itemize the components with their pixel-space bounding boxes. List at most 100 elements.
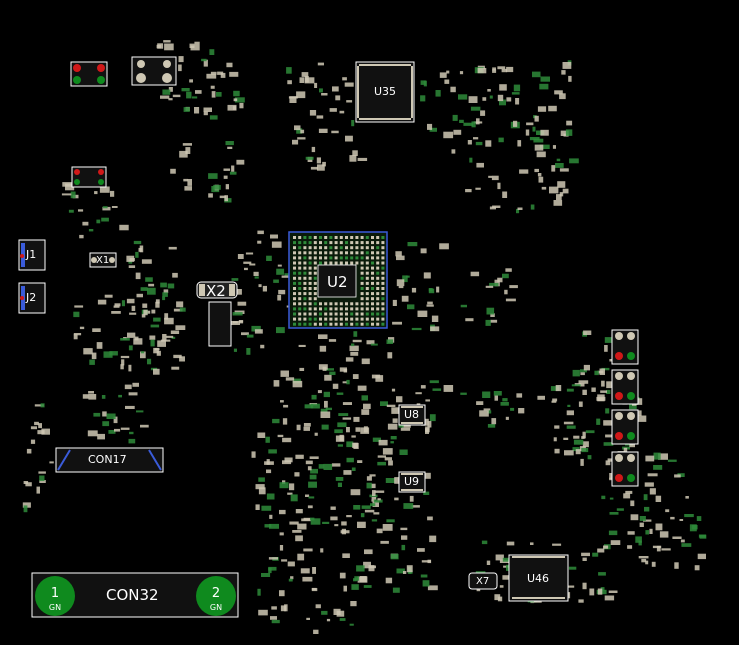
smd-part: [607, 458, 613, 462]
smd-part: [82, 394, 89, 399]
smd-part: [429, 127, 437, 132]
smd-part: [203, 59, 208, 67]
con17-connector[interactable]: [55, 447, 164, 473]
smd-part: [126, 255, 135, 262]
smd-part: [114, 303, 121, 307]
smd-part: [88, 391, 94, 394]
smd-part: [25, 482, 32, 487]
smd-part: [128, 438, 136, 444]
smd-part: [195, 90, 202, 94]
bga-ball: [381, 276, 385, 280]
smd-part: [659, 531, 669, 538]
smd-part: [380, 540, 389, 544]
smd-part: [537, 173, 542, 177]
smd-part: [425, 399, 430, 402]
smd-part: [552, 145, 556, 149]
bga-ball: [371, 281, 374, 285]
smd-part: [538, 176, 544, 183]
smd-part: [396, 568, 405, 574]
smd-part: [497, 66, 506, 70]
bga-ball: [329, 246, 333, 250]
bga-ball: [365, 287, 369, 290]
smd-part: [479, 410, 489, 417]
smd-part: [126, 298, 135, 304]
smd-part: [475, 187, 481, 190]
bga-ball: [376, 322, 380, 326]
smd-part: [49, 461, 54, 464]
u8-chip[interactable]: [398, 404, 426, 426]
x7-crystal[interactable]: [468, 572, 498, 590]
smd-part: [499, 99, 506, 106]
smd-part: [536, 130, 545, 135]
smd-part: [513, 84, 521, 92]
top-left-pad-cluster[interactable]: [70, 56, 177, 188]
smd-part: [176, 301, 184, 308]
smd-part: [382, 524, 393, 531]
smd-part: [540, 76, 550, 82]
j1-label: J1: [26, 248, 37, 261]
smd-part: [566, 120, 573, 126]
smd-part: [446, 70, 450, 74]
smd-part: [270, 616, 277, 620]
smd-part: [296, 424, 301, 431]
u46-chip[interactable]: [508, 554, 569, 602]
bga-ball: [298, 317, 302, 321]
bga-ball: [298, 281, 302, 285]
smd-part: [329, 108, 337, 112]
u9-chip[interactable]: [398, 471, 426, 493]
bga-ball: [319, 302, 322, 306]
smd-part: [555, 385, 562, 392]
smd-part: [324, 400, 328, 408]
right-connector-pads[interactable]: [611, 329, 639, 487]
smd-part: [415, 392, 422, 395]
smd-part: [525, 129, 530, 136]
bga-ball: [329, 256, 333, 260]
smd-part: [300, 568, 310, 574]
bga-ball: [303, 317, 307, 321]
con32-connector[interactable]: [31, 572, 239, 618]
smd-part: [189, 43, 195, 48]
bga-ball: [360, 287, 364, 290]
smd-part: [401, 544, 406, 551]
smd-part: [160, 282, 167, 288]
bga-ball: [345, 246, 348, 250]
smd-part: [581, 436, 585, 439]
bga-ball: [303, 236, 307, 239]
smd-part: [120, 355, 130, 359]
smd-part: [491, 418, 497, 425]
j1-connector[interactable]: [18, 239, 46, 271]
bga-ball: [334, 256, 338, 260]
smd-part: [287, 561, 295, 567]
smd-part: [353, 416, 360, 422]
smd-part: [301, 72, 309, 77]
smd-part: [102, 206, 108, 209]
smd-part: [92, 328, 101, 332]
j2-connector[interactable]: [18, 282, 46, 314]
bga-ball: [319, 322, 322, 326]
smd-part: [363, 403, 371, 409]
smd-part: [411, 327, 422, 331]
smd-part: [489, 206, 496, 210]
u2-bga-chip[interactable]: [288, 231, 388, 329]
smd-part: [295, 535, 303, 542]
smd-part: [129, 431, 134, 435]
x2-crystal[interactable]: [196, 281, 238, 347]
smd-part: [190, 45, 200, 51]
u35-chip[interactable]: [355, 61, 415, 123]
bga-ball: [308, 317, 312, 321]
smd-part: [209, 115, 218, 120]
smd-part: [320, 411, 331, 418]
smd-part: [186, 91, 192, 99]
smd-part: [155, 299, 160, 304]
bga-ball: [298, 261, 302, 265]
smd-part: [485, 319, 491, 326]
smd-part: [490, 313, 495, 317]
smd-part: [609, 512, 619, 515]
smd-part: [406, 565, 413, 573]
x1-crystal[interactable]: [89, 252, 117, 268]
smd-part: [518, 408, 525, 414]
smd-part: [194, 41, 200, 46]
smd-part: [330, 516, 338, 521]
smd-part: [128, 265, 136, 268]
